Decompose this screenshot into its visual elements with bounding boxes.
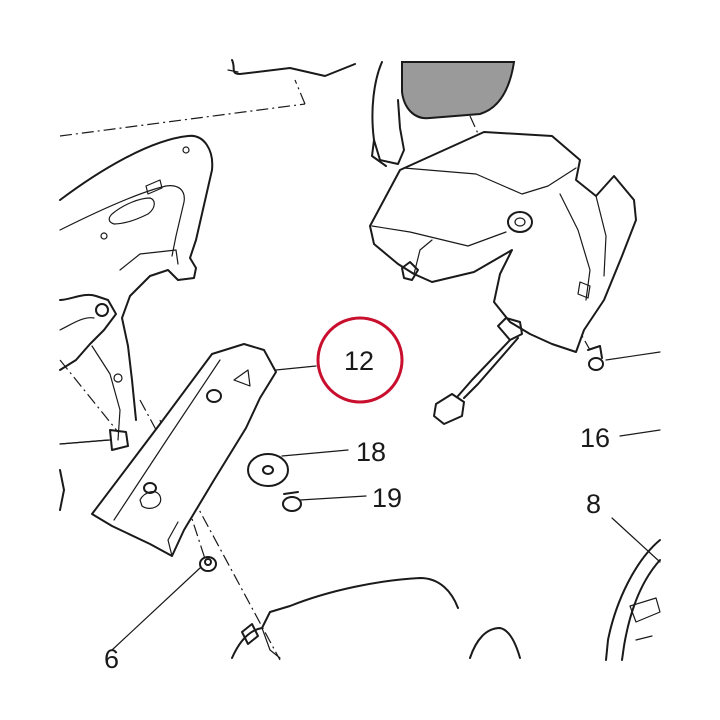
screw-part-6 xyxy=(199,556,217,572)
callout-8: 8 xyxy=(586,489,601,519)
round-part-8 xyxy=(605,539,661,661)
left-frame-bracket xyxy=(59,134,214,511)
callout-12: 12 xyxy=(344,346,374,376)
callout-19: 19 xyxy=(372,483,402,513)
connector-cable-part-16 xyxy=(433,317,523,425)
leader-lines xyxy=(59,351,661,651)
callout-16: 16 xyxy=(580,423,610,453)
callout-6: 6 xyxy=(104,644,119,674)
headlight-screw xyxy=(587,345,604,371)
top-fairing-fragment xyxy=(227,59,356,77)
washer-part-18 xyxy=(247,453,289,487)
headlight-assembly xyxy=(369,61,637,353)
screw-part-19 xyxy=(282,491,302,512)
bottom-fairing-fragment xyxy=(231,577,521,659)
side-panel-part-12 xyxy=(91,343,277,557)
highlight-circle xyxy=(316,316,404,404)
callout-18: 18 xyxy=(356,437,386,467)
